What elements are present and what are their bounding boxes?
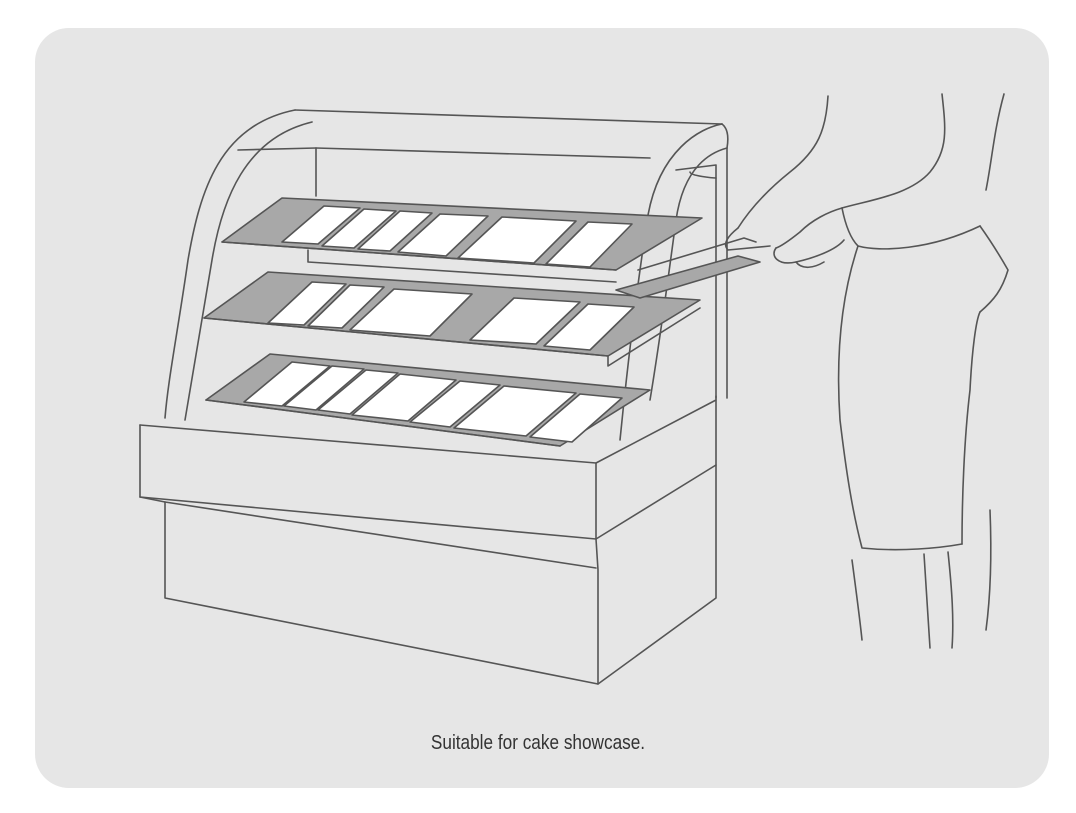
- shelf-middle: [203, 271, 701, 367]
- cabinet-base: [139, 395, 717, 685]
- caption-text: Suitable for cake showcase.: [430, 732, 646, 754]
- person-illustration: [724, 93, 1009, 649]
- sliding-tray: [615, 237, 761, 299]
- shelf-bottom: [205, 353, 651, 447]
- glass-hood: [164, 109, 729, 441]
- shelf-top: [221, 197, 703, 283]
